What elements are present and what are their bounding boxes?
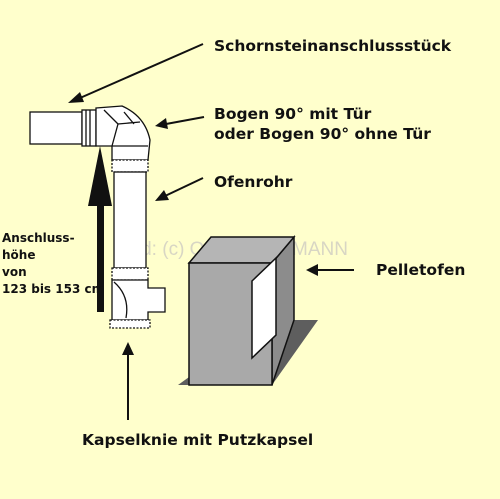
label-height-line1: Anschluss-: [2, 231, 75, 245]
label-bend-line1: Bogen 90° mit Tür: [214, 105, 372, 123]
height-arrow: [88, 146, 112, 312]
bend-90-degree: [95, 105, 151, 161]
label-pellet-stove: Pelletofen: [376, 261, 465, 279]
pellet-stove: [178, 234, 318, 386]
label-chimney-connector: Schornsteinanschlussstück: [214, 37, 452, 55]
stove-window: [251, 256, 277, 360]
label-stove-pipe: Ofenrohr: [214, 173, 293, 191]
arrow-capsule-knee: [122, 342, 134, 420]
capsule-knee: [109, 267, 166, 329]
label-height-line2: höhe: [2, 248, 35, 262]
stove-pipe: [111, 159, 149, 269]
label-height-line3: von: [2, 265, 27, 279]
arrow-pellet-stove: [306, 264, 354, 276]
arrow-bend: [155, 116, 205, 129]
arrow-stove-pipe: [155, 177, 204, 201]
label-bend-line2: oder Bogen 90° ohne Tür: [214, 125, 431, 143]
label-height-line4: 123 bis 153 cm: [2, 282, 104, 296]
arrow-chimney-connector: [68, 43, 204, 103]
label-capsule-knee: Kapselknie mit Putzkapsel: [82, 431, 313, 449]
chimney-connector-pipe: [29, 109, 97, 147]
